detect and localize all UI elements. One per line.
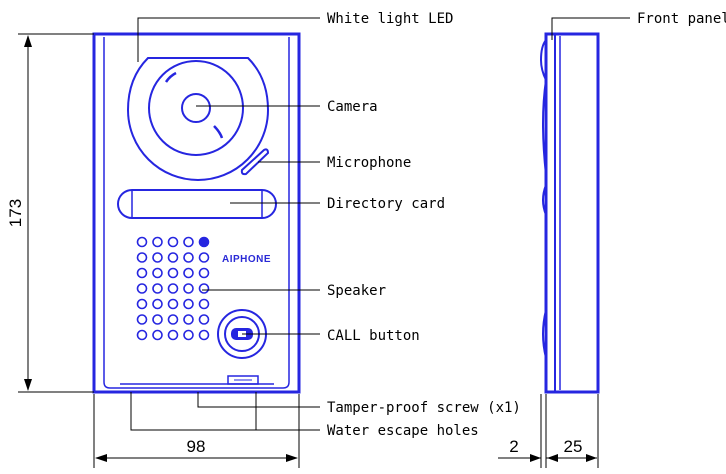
- front-view: AIPHONE: [92, 32, 301, 394]
- front-body-outline: [92, 32, 301, 394]
- speaker-hole: [183, 314, 194, 325]
- label-tamper-screw: Tamper-proof screw (x1): [327, 400, 521, 416]
- side-body-outline: [544, 32, 600, 394]
- speaker-hole: [136, 314, 148, 325]
- speaker-hole: [167, 283, 179, 294]
- speaker-hole: [136, 252, 148, 263]
- label-microphone: Microphone: [327, 155, 411, 171]
- speaker-grille: [136, 236, 210, 341]
- speaker-hole: [183, 252, 194, 263]
- speaker-hole: [167, 298, 179, 310]
- dimension-lines: 173 98 2 25: [6, 33, 599, 468]
- speaker-hole: [167, 236, 179, 248]
- speaker-hole: [152, 252, 163, 263]
- speaker-hole: [152, 283, 163, 294]
- tamper-screw-icon: [227, 375, 259, 385]
- microphone-icon: [240, 148, 270, 176]
- directory-card: [117, 189, 277, 219]
- speaker-hole: [136, 329, 148, 341]
- speaker-hole: [198, 267, 210, 279]
- side-button-bulge: [542, 309, 547, 359]
- camera-lens-highlight-2: [164, 71, 177, 83]
- speaker-hole: [183, 283, 194, 294]
- camera-lens-ring: [148, 60, 244, 156]
- width-arrow-right: [286, 454, 298, 462]
- speaker-hole: [167, 267, 179, 279]
- width-dimension-label: 98: [187, 437, 206, 456]
- side-camera-bulge: [542, 79, 547, 176]
- width-arrow-left: [95, 454, 107, 462]
- side-view: [539, 32, 600, 394]
- label-water-holes: Water escape holes: [327, 423, 479, 439]
- speaker-hole: [167, 314, 179, 325]
- height-arrow-bottom: [24, 379, 32, 391]
- speaker-hole: [198, 329, 210, 341]
- indicator-led: [198, 236, 210, 248]
- label-front-panel: Front panel: [637, 11, 726, 27]
- speaker-hole: [136, 267, 148, 279]
- side-front-bulge: [539, 39, 547, 81]
- height-arrow-top: [24, 35, 32, 47]
- depth-dimension-label: 25: [564, 437, 583, 456]
- brand-label: AIPHONE: [222, 254, 271, 265]
- label-directory-card: Directory card: [327, 196, 445, 212]
- speaker-hole: [152, 267, 163, 279]
- speaker-hole: [183, 236, 194, 248]
- speaker-hole: [167, 252, 179, 263]
- speaker-hole: [198, 298, 210, 310]
- camera-icon: [181, 93, 211, 123]
- depth-arrow-left: [547, 454, 558, 462]
- callout-leaders: [130, 17, 630, 431]
- speaker-hole: [136, 236, 148, 248]
- speaker-hole: [183, 267, 194, 279]
- speaker-hole: [152, 329, 163, 341]
- speaker-hole: [152, 236, 163, 248]
- speaker-hole: [136, 298, 148, 310]
- leader-white-light-led: [137, 17, 320, 62]
- leader-tamper-screw: [197, 392, 320, 408]
- speaker-hole: [198, 314, 210, 325]
- speaker-hole: [183, 298, 194, 310]
- label-camera: Camera: [327, 99, 378, 115]
- side-card-bulge: [542, 184, 547, 216]
- camera-lens-highlight-1: [213, 125, 224, 139]
- speaker-hole: [152, 298, 163, 310]
- camera-housing: [126, 57, 270, 181]
- label-call-button: CALL button: [327, 328, 420, 344]
- label-speaker: Speaker: [327, 283, 386, 299]
- speaker-hole: [152, 314, 163, 325]
- speaker-hole: [198, 283, 210, 294]
- speaker-hole: [198, 252, 210, 263]
- leader-front-panel: [551, 17, 630, 40]
- leader-water-holes: [130, 392, 320, 431]
- callout-labels: White light LED Camera Microphone Direct…: [327, 11, 726, 439]
- speaker-hole: [183, 329, 194, 341]
- front-panel-frame: [103, 37, 290, 389]
- panel-depth-arrow: [530, 454, 541, 462]
- depth-arrow-right: [586, 454, 597, 462]
- speaker-hole: [167, 329, 179, 341]
- panel-depth-label: 2: [509, 437, 518, 456]
- speaker-hole: [136, 283, 148, 294]
- label-white-light-led: White light LED: [327, 11, 453, 27]
- height-dimension-label: 173: [6, 199, 25, 227]
